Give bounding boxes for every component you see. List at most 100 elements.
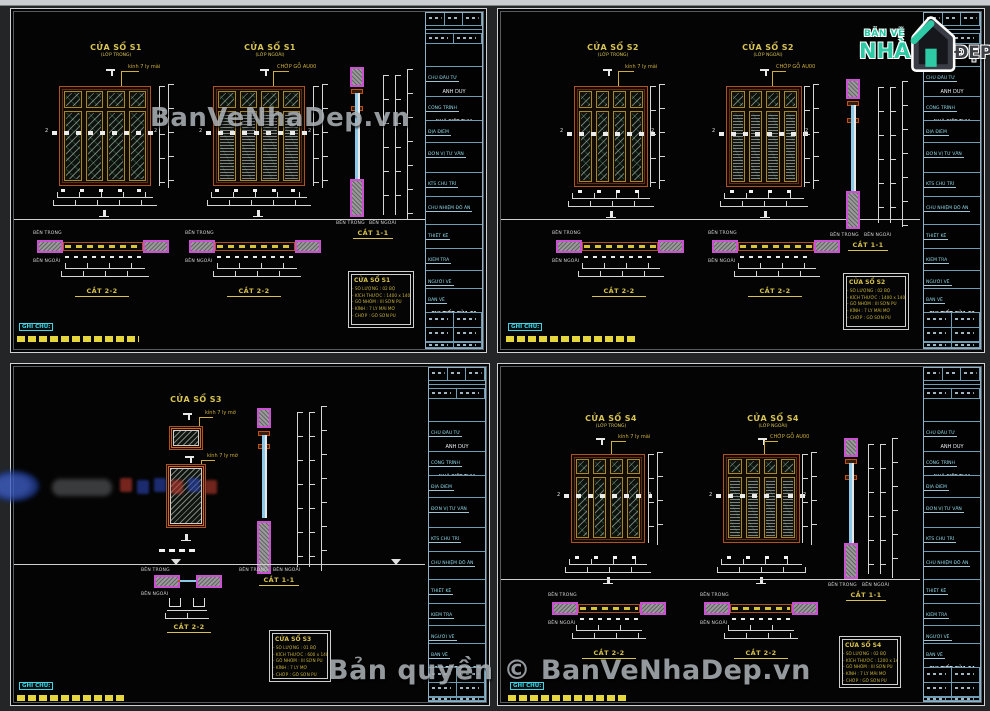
field-label: ĐƠN VỊ TƯ VẤN bbox=[924, 507, 964, 513]
section-mark bbox=[756, 577, 766, 584]
window-pane bbox=[576, 459, 589, 474]
titleblock-cell bbox=[924, 381, 980, 385]
titleblock-cell bbox=[429, 381, 485, 385]
dim-text bbox=[730, 190, 798, 193]
note-line: - GỖ NHÓM : III SƠN PU bbox=[352, 299, 402, 305]
side-label: BÊN TRONG bbox=[828, 583, 857, 588]
notes-redacted-text bbox=[17, 695, 125, 701]
note-line: - KÍNH : 7 LY MÀI MỜ bbox=[847, 308, 891, 314]
sheet-name: CHI TIẾT CỬA S2 bbox=[924, 311, 980, 312]
side-label: BÊN NGOÀI bbox=[862, 583, 890, 588]
section-label: CẮT 1-1 bbox=[848, 241, 888, 251]
window-pane bbox=[64, 111, 82, 181]
layer-text: (LỚP NGOÀI) bbox=[255, 53, 285, 58]
window-bottom-row bbox=[579, 111, 643, 182]
detail-line bbox=[167, 610, 207, 611]
field-label: THIẾT KẾ bbox=[429, 589, 454, 595]
field-label: CÔNG TRÌNH bbox=[924, 461, 957, 467]
note-title: CỬA SỔ S1 bbox=[354, 277, 391, 284]
window-pane bbox=[630, 91, 643, 109]
window-pane bbox=[731, 111, 745, 182]
titleblock-cell bbox=[961, 368, 980, 380]
wall-block bbox=[189, 240, 215, 253]
titleblock-cell bbox=[952, 682, 980, 697]
wall-block bbox=[792, 602, 818, 615]
section-mark bbox=[760, 211, 770, 218]
section-2-2: BÊN TRONG BÊN NGOÀI CẮT 2-2 bbox=[550, 231, 690, 303]
field-label: CHỦ NHIỆM ĐỒ ÁN bbox=[429, 561, 476, 567]
tall-window-elevation bbox=[166, 464, 206, 528]
drawing-title: CỬA SỔ S2(LỚP TRONG) bbox=[563, 43, 663, 58]
notes-label: GHI CHÚ: bbox=[19, 682, 54, 690]
window-top-row bbox=[576, 459, 640, 474]
field-label: THIẾT KẾ bbox=[426, 234, 451, 240]
section-mark bbox=[253, 210, 263, 217]
titleblock-cell bbox=[454, 34, 482, 43]
note-line: - KÍCH THƯỚC : 1400 x 1400 bbox=[352, 292, 410, 298]
window-pane bbox=[763, 477, 778, 538]
section-2-2: BÊN TRONG BÊN NGOÀI CẮT 2-2 bbox=[706, 231, 846, 303]
window-pane bbox=[579, 111, 592, 182]
glass-section bbox=[851, 105, 854, 191]
logo-text-banve: BẢN VẼ bbox=[864, 29, 905, 39]
dashed-line bbox=[580, 618, 638, 620]
wall-block bbox=[658, 240, 684, 253]
titleblock-cell bbox=[429, 682, 457, 697]
titleblock-cell bbox=[454, 327, 482, 342]
cut-mark-2: 2 bbox=[199, 128, 203, 134]
titleblock-cell bbox=[924, 385, 980, 389]
note-line: - GỖ NHÓM : III SƠN PU bbox=[847, 301, 897, 307]
section-label: CẮT 1-1 bbox=[846, 591, 886, 601]
wall-block bbox=[257, 408, 271, 428]
titleblock-field: ĐỊA ĐIỂM bbox=[924, 476, 980, 498]
window-pane bbox=[781, 459, 795, 474]
wall-block bbox=[143, 240, 169, 253]
section-label: CẮT 2-2 bbox=[75, 287, 129, 297]
window-bottom-row bbox=[728, 477, 795, 538]
dim-line-v bbox=[650, 86, 656, 187]
side-label: BÊN NGOÀI bbox=[708, 259, 736, 264]
window-pane bbox=[282, 111, 300, 181]
titleblock-cell bbox=[952, 313, 980, 328]
section-label: CẮT 2-2 bbox=[227, 287, 281, 297]
window-pane bbox=[128, 111, 146, 181]
titleblock-field: CHỦ NHIỆM ĐỒ ÁN bbox=[924, 197, 980, 225]
dim-line-v bbox=[880, 444, 886, 574]
wall-block bbox=[196, 575, 222, 588]
field-label: NGƯỜI VẼ bbox=[924, 635, 952, 641]
window-pane bbox=[261, 91, 279, 109]
titleblock-cell bbox=[457, 698, 485, 700]
layer-text: (LỚP TRONG) bbox=[595, 424, 627, 429]
titleblock-field-project: CÔNG TRÌNHNHÀ BIỆT THỰ bbox=[429, 452, 485, 476]
glass-callout: kính 7 ly mài bbox=[128, 64, 161, 70]
field-label: ĐỊA ĐIỂM bbox=[429, 485, 454, 491]
field-label: CHỦ ĐẦU TƯ bbox=[924, 76, 958, 82]
dim-line-v bbox=[868, 444, 874, 574]
note-line: - CHỚP : GỖ SƠN PU bbox=[352, 312, 396, 318]
title-text: CỬA SỔ S1 bbox=[244, 43, 296, 52]
side-label: BÊN NGOÀI bbox=[185, 259, 213, 264]
drawing-title: CỬA SỔ S4(LỚP NGOÀI) bbox=[723, 414, 823, 429]
titleblock-field: ĐỊA ĐIỂM bbox=[426, 121, 482, 143]
frame-section bbox=[730, 604, 792, 613]
sheet-name: CHI TIẾT CỬA S3 bbox=[429, 666, 485, 667]
watermark-letter-blob bbox=[154, 478, 166, 492]
note-line: - GỖ NHÓM : III SƠN PU bbox=[273, 658, 323, 664]
section-mark bbox=[603, 577, 613, 584]
cut-line bbox=[716, 494, 807, 499]
titleblock-cell bbox=[924, 399, 980, 422]
title-text: CỬA SỔ S4 bbox=[585, 414, 637, 423]
titleblock-field: CHỦ NHIỆM ĐỒ ÁN bbox=[426, 197, 482, 225]
note-line: - KÍNH : 7 LY MỜ bbox=[273, 665, 308, 671]
leader-line bbox=[772, 71, 786, 93]
wall-block bbox=[257, 521, 271, 574]
dim-text bbox=[159, 549, 197, 552]
drawing-title: CỬA SỔ S1(LỚP NGOÀI) bbox=[220, 43, 320, 58]
dim-text bbox=[61, 189, 149, 192]
titleblock-cell bbox=[924, 389, 952, 398]
dim-line-v bbox=[648, 454, 654, 543]
logo-text-dep: ĐẸP bbox=[954, 43, 990, 63]
titleblock-field: ĐƠN VỊ TƯ VẤN bbox=[429, 498, 485, 528]
